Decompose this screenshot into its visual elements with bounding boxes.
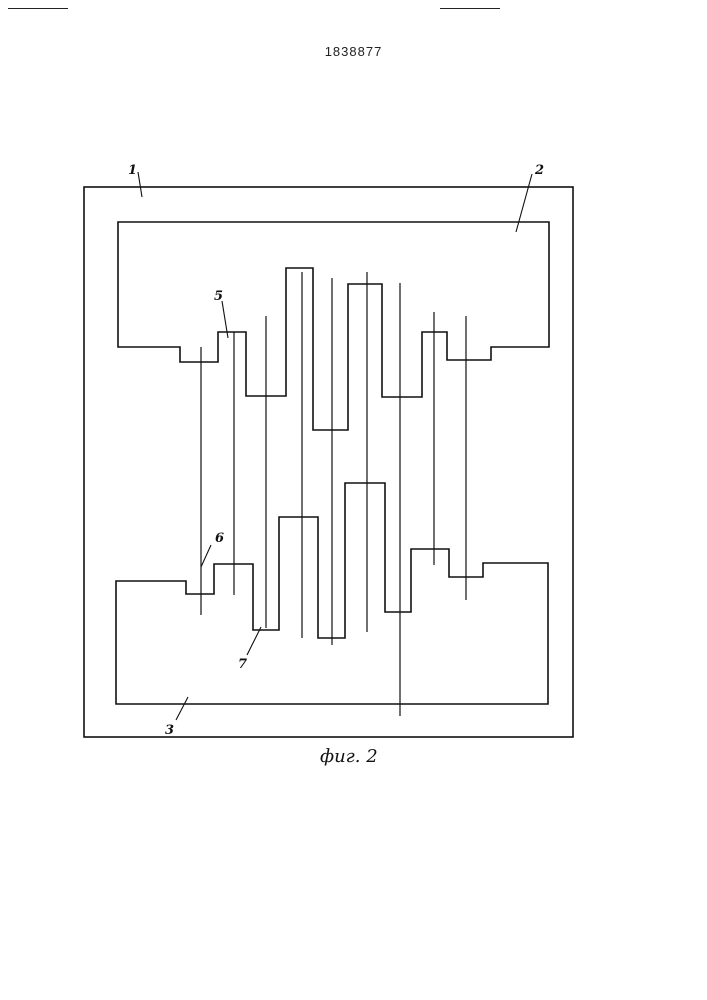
figure-caption: фиг. 2: [320, 746, 378, 767]
leader-line-3: [176, 697, 188, 720]
leader-line-6: [201, 545, 211, 567]
callout-1: 1: [128, 163, 137, 178]
callout-7: 7: [238, 657, 247, 672]
callout-5: 5: [214, 289, 223, 304]
leader-line-7: [247, 627, 261, 655]
callout-2: 2: [534, 163, 544, 178]
leader-line-1: [138, 172, 142, 197]
leader-line-2: [516, 174, 532, 232]
callout-6: 6: [215, 531, 224, 546]
upper-electrode: [118, 222, 549, 430]
callout-3: 3: [165, 723, 174, 738]
outer-housing: [84, 187, 573, 737]
